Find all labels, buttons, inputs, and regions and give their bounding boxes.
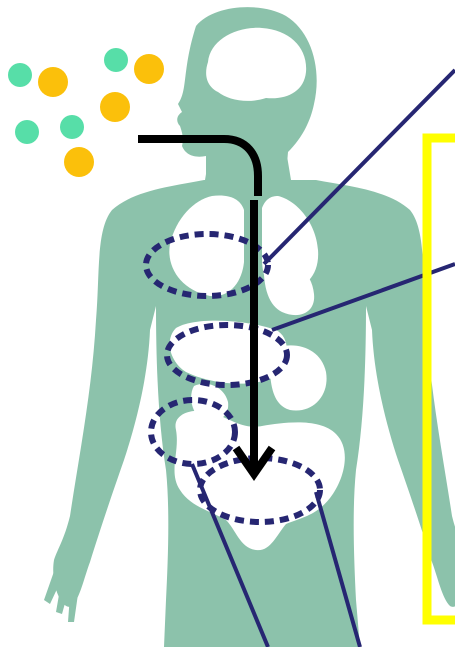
particle-yellow <box>100 92 130 122</box>
particle-yellow <box>134 54 164 84</box>
particle-yellow <box>64 147 94 177</box>
food-particles-icon <box>8 48 164 177</box>
particle-green <box>104 48 128 72</box>
particle-green <box>60 115 84 139</box>
particle-green <box>8 63 32 87</box>
particle-yellow <box>38 67 68 97</box>
particle-green <box>15 120 39 144</box>
